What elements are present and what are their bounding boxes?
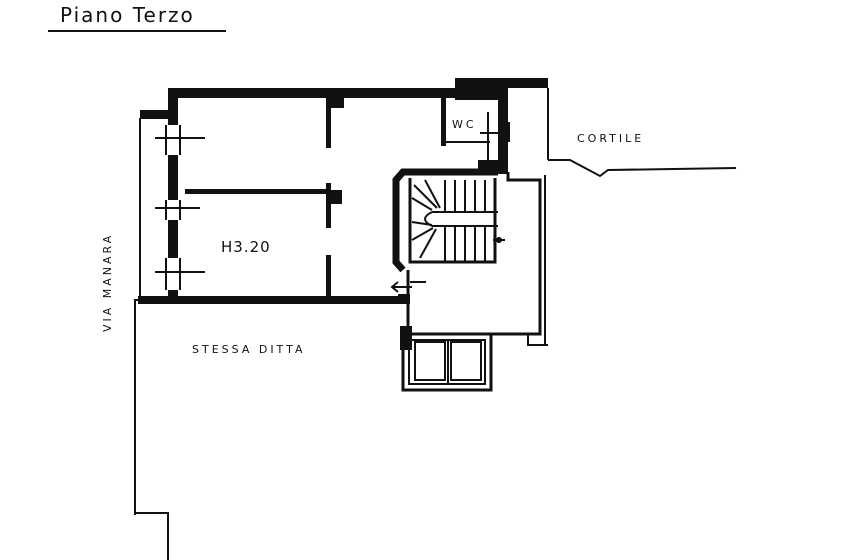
interior-walls (185, 98, 446, 296)
landing (390, 172, 542, 336)
left-windows (155, 125, 205, 290)
courtyard-label: CORTILE (577, 132, 644, 145)
stair-treads (411, 179, 486, 262)
height-label: H3.20 (221, 238, 271, 256)
staircase (392, 168, 505, 273)
boundary-lines (134, 88, 737, 560)
elevator (400, 326, 493, 392)
wc-label: WC (452, 118, 477, 131)
street-label: VIA MANARA (101, 233, 114, 332)
neighbor-label: STESSA DITTA (192, 343, 305, 356)
plan-title: Piano Terzo (60, 3, 195, 27)
